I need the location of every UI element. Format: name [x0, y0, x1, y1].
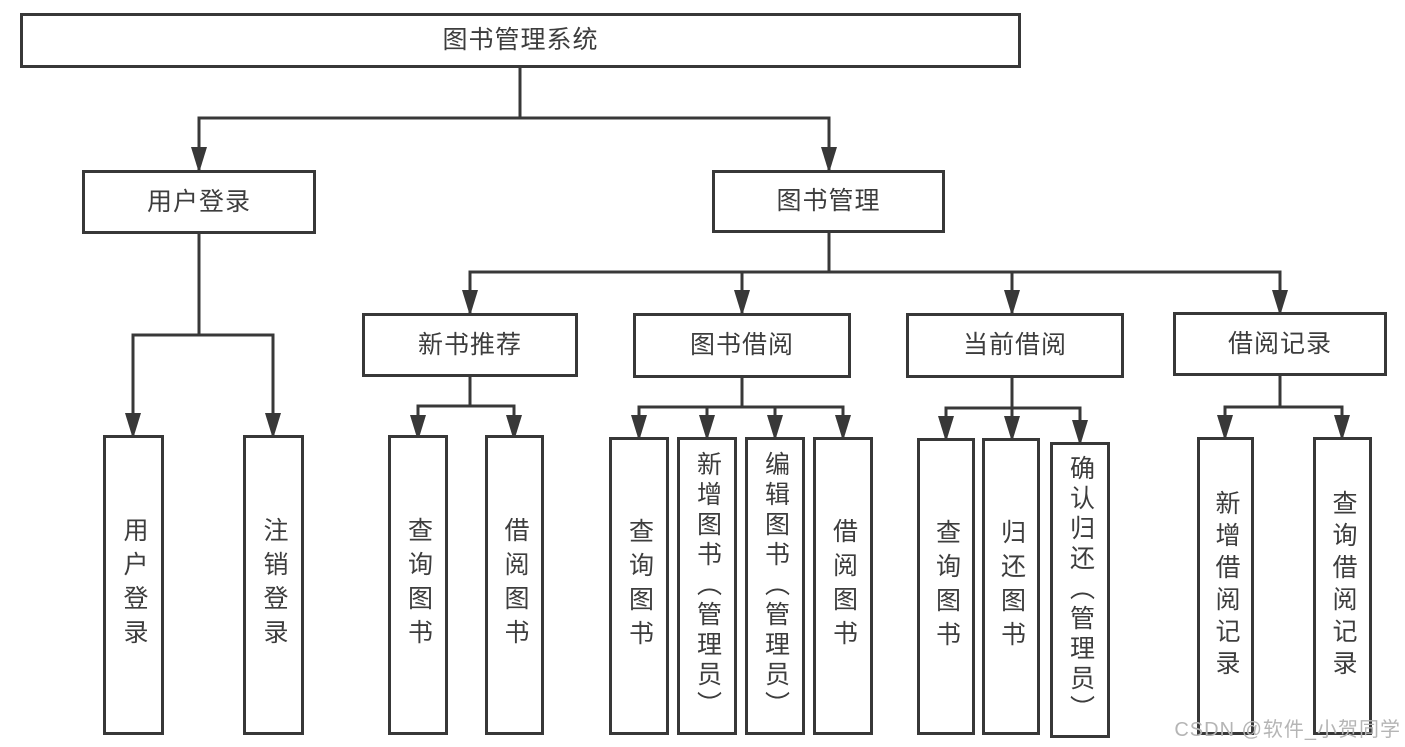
node-new-book-recommend-label: 新书推荐: [417, 330, 522, 359]
node-leaf-user-login: 用户登录: [103, 435, 164, 735]
node-current-borrow-label: 当前借阅: [962, 331, 1067, 359]
node-leaf-borrow-book-2: 借阅图书: [813, 437, 873, 735]
node-leaf-label: 新增借阅记录: [1212, 490, 1240, 682]
node-leaf-edit-book-admin: 编辑图书（管理员）: [745, 437, 805, 735]
node-leaf-add-book-admin: 新增图书（管理员）: [677, 437, 737, 735]
node-borrow-records: 借阅记录: [1173, 312, 1387, 376]
node-leaf-query-book-3: 查询图书: [917, 438, 975, 735]
node-leaf-confirm-return-admin: 确认归还（管理员）: [1050, 442, 1110, 738]
node-leaf-query-book-1: 查询图书: [388, 435, 448, 735]
node-new-book-recommend: 新书推荐: [362, 313, 578, 377]
node-leaf-label: 查询借阅记录: [1329, 490, 1357, 682]
node-leaf-label: 归还图书: [997, 518, 1026, 655]
node-book-management-label: 图书管理: [776, 187, 881, 215]
node-current-borrow: 当前借阅: [906, 313, 1124, 378]
node-leaf-label: 新增图书（管理员）: [693, 451, 722, 721]
node-leaf-logout: 注销登录: [243, 435, 304, 735]
node-leaf-label: 借阅图书: [501, 517, 529, 653]
node-book-borrow: 图书借阅: [633, 313, 851, 378]
node-leaf-borrow-book-1: 借阅图书: [485, 435, 544, 735]
node-root: 图书管理系统: [20, 13, 1021, 68]
node-leaf-label: 用户登录: [120, 517, 148, 653]
node-leaf-label: 注销登录: [260, 517, 288, 653]
node-leaf-return-book: 归还图书: [982, 438, 1040, 735]
node-user-login-label: 用户登录: [146, 187, 251, 216]
node-leaf-label: 查询图书: [625, 518, 654, 654]
node-book-borrow-label: 图书借阅: [689, 331, 794, 359]
node-borrow-records-label: 借阅记录: [1227, 329, 1332, 358]
node-book-management: 图书管理: [712, 170, 945, 233]
watermark: CSDN @软件_小贺同学: [1174, 719, 1401, 741]
node-root-label: 图书管理系统: [442, 26, 599, 54]
node-user-login: 用户登录: [82, 170, 316, 234]
node-leaf-label: 编辑图书（管理员）: [761, 451, 790, 721]
node-leaf-query-borrow-record: 查询借阅记录: [1313, 437, 1372, 735]
node-leaf-add-borrow-record: 新增借阅记录: [1197, 437, 1254, 735]
node-leaf-query-book-2: 查询图书: [609, 437, 669, 735]
node-leaf-label: 借阅图书: [829, 518, 858, 654]
node-leaf-label: 查询图书: [404, 517, 433, 653]
node-leaf-label: 查询图书: [932, 518, 961, 655]
node-leaf-label: 确认归还（管理员）: [1066, 455, 1095, 725]
